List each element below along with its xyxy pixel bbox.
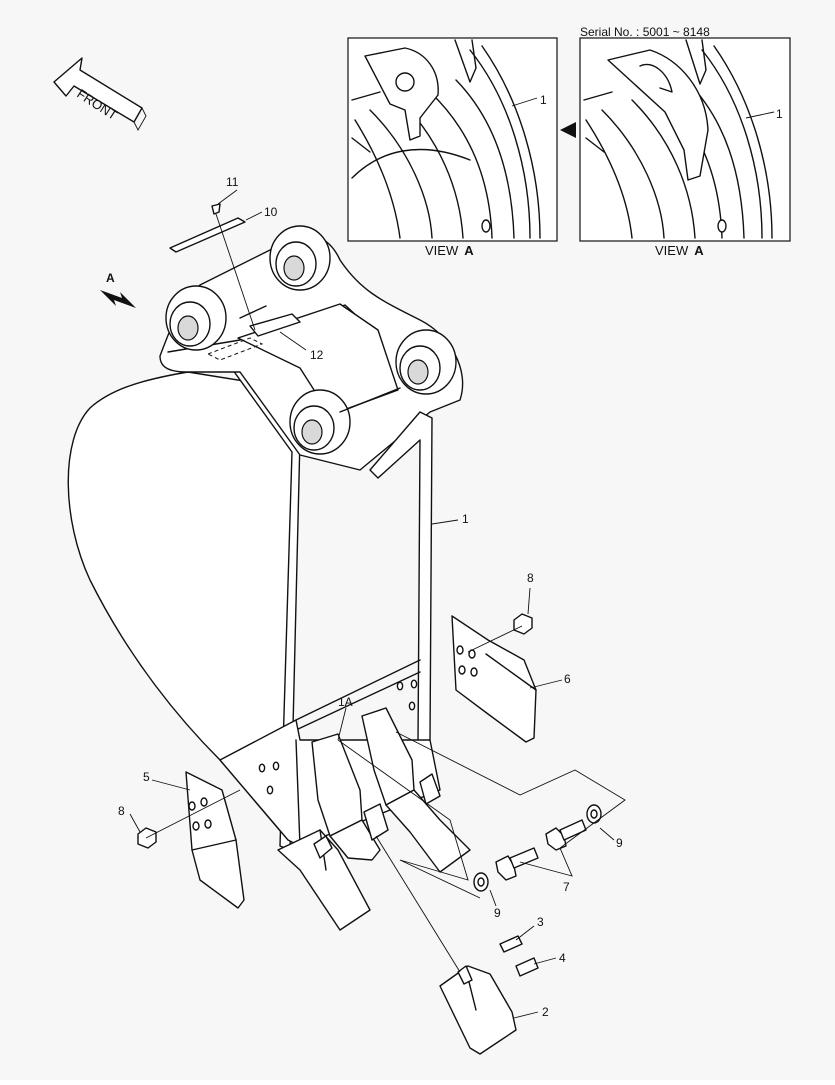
tooth-part-2 xyxy=(439,965,517,1055)
callout-7: 7 xyxy=(563,880,570,894)
callout-9-left: 9 xyxy=(494,906,501,920)
pin-boss-front-right xyxy=(269,225,331,291)
pin-boss-rear-left xyxy=(289,389,351,455)
washer-part-9-left xyxy=(473,872,489,892)
view-a-right-caption-letter: A xyxy=(694,243,704,258)
screw-part-11 xyxy=(211,203,221,215)
view-a-right-callout: 1 xyxy=(776,107,783,121)
teeth-row xyxy=(277,707,471,931)
view-a-arrow-icon: A xyxy=(100,271,136,308)
view-a-left-caption-prefix: VIEW xyxy=(425,243,459,258)
view-a-right-caption: VIEW A xyxy=(655,243,704,258)
bolt-part-7-lower xyxy=(495,847,539,881)
callout-4: 4 xyxy=(559,951,566,965)
view-a-left-caption-letter: A xyxy=(464,243,474,258)
view-a-left-caption: VIEW A xyxy=(425,243,474,258)
callout-2: 2 xyxy=(542,1005,549,1019)
callout-11: 11 xyxy=(226,175,239,189)
callout-5: 5 xyxy=(143,770,150,784)
bolt-part-7-upper xyxy=(545,819,587,851)
callout-9-right: 9 xyxy=(616,836,623,850)
view-pointer-icon xyxy=(560,122,576,138)
callout-1a: 1A xyxy=(338,695,353,709)
nut-part-8-right xyxy=(467,613,533,653)
washer-part-9-right xyxy=(586,804,602,824)
nut-part-8-left xyxy=(137,789,241,849)
side-cutter-part-6 xyxy=(451,615,537,743)
pin-boss-front-left xyxy=(165,285,227,351)
view-a-arrow-label: A xyxy=(106,271,115,285)
callout-3: 3 xyxy=(537,915,544,929)
callout-12: 12 xyxy=(310,348,324,362)
callout-8-left: 8 xyxy=(118,804,125,818)
front-arrow-icon: FRONT xyxy=(53,57,147,131)
callout-10: 10 xyxy=(264,205,278,219)
view-a-right-caption-prefix: VIEW xyxy=(655,243,689,258)
lock-part-4 xyxy=(515,957,539,977)
leader-lines xyxy=(129,189,626,1019)
callout-6: 6 xyxy=(564,672,571,686)
view-a-inset-left: 1 VIEW A xyxy=(347,37,558,258)
view-a-inset-right: 1 VIEW A xyxy=(579,37,791,258)
view-a-left-callout: 1 xyxy=(540,93,547,107)
shim-part-10 xyxy=(169,217,246,253)
pin-boss-rear-right xyxy=(395,329,457,395)
serial-number-label: Serial No. : 5001 ~ 8148 xyxy=(580,25,710,39)
callout-1: 1 xyxy=(462,512,469,526)
callout-8-right: 8 xyxy=(527,571,534,585)
